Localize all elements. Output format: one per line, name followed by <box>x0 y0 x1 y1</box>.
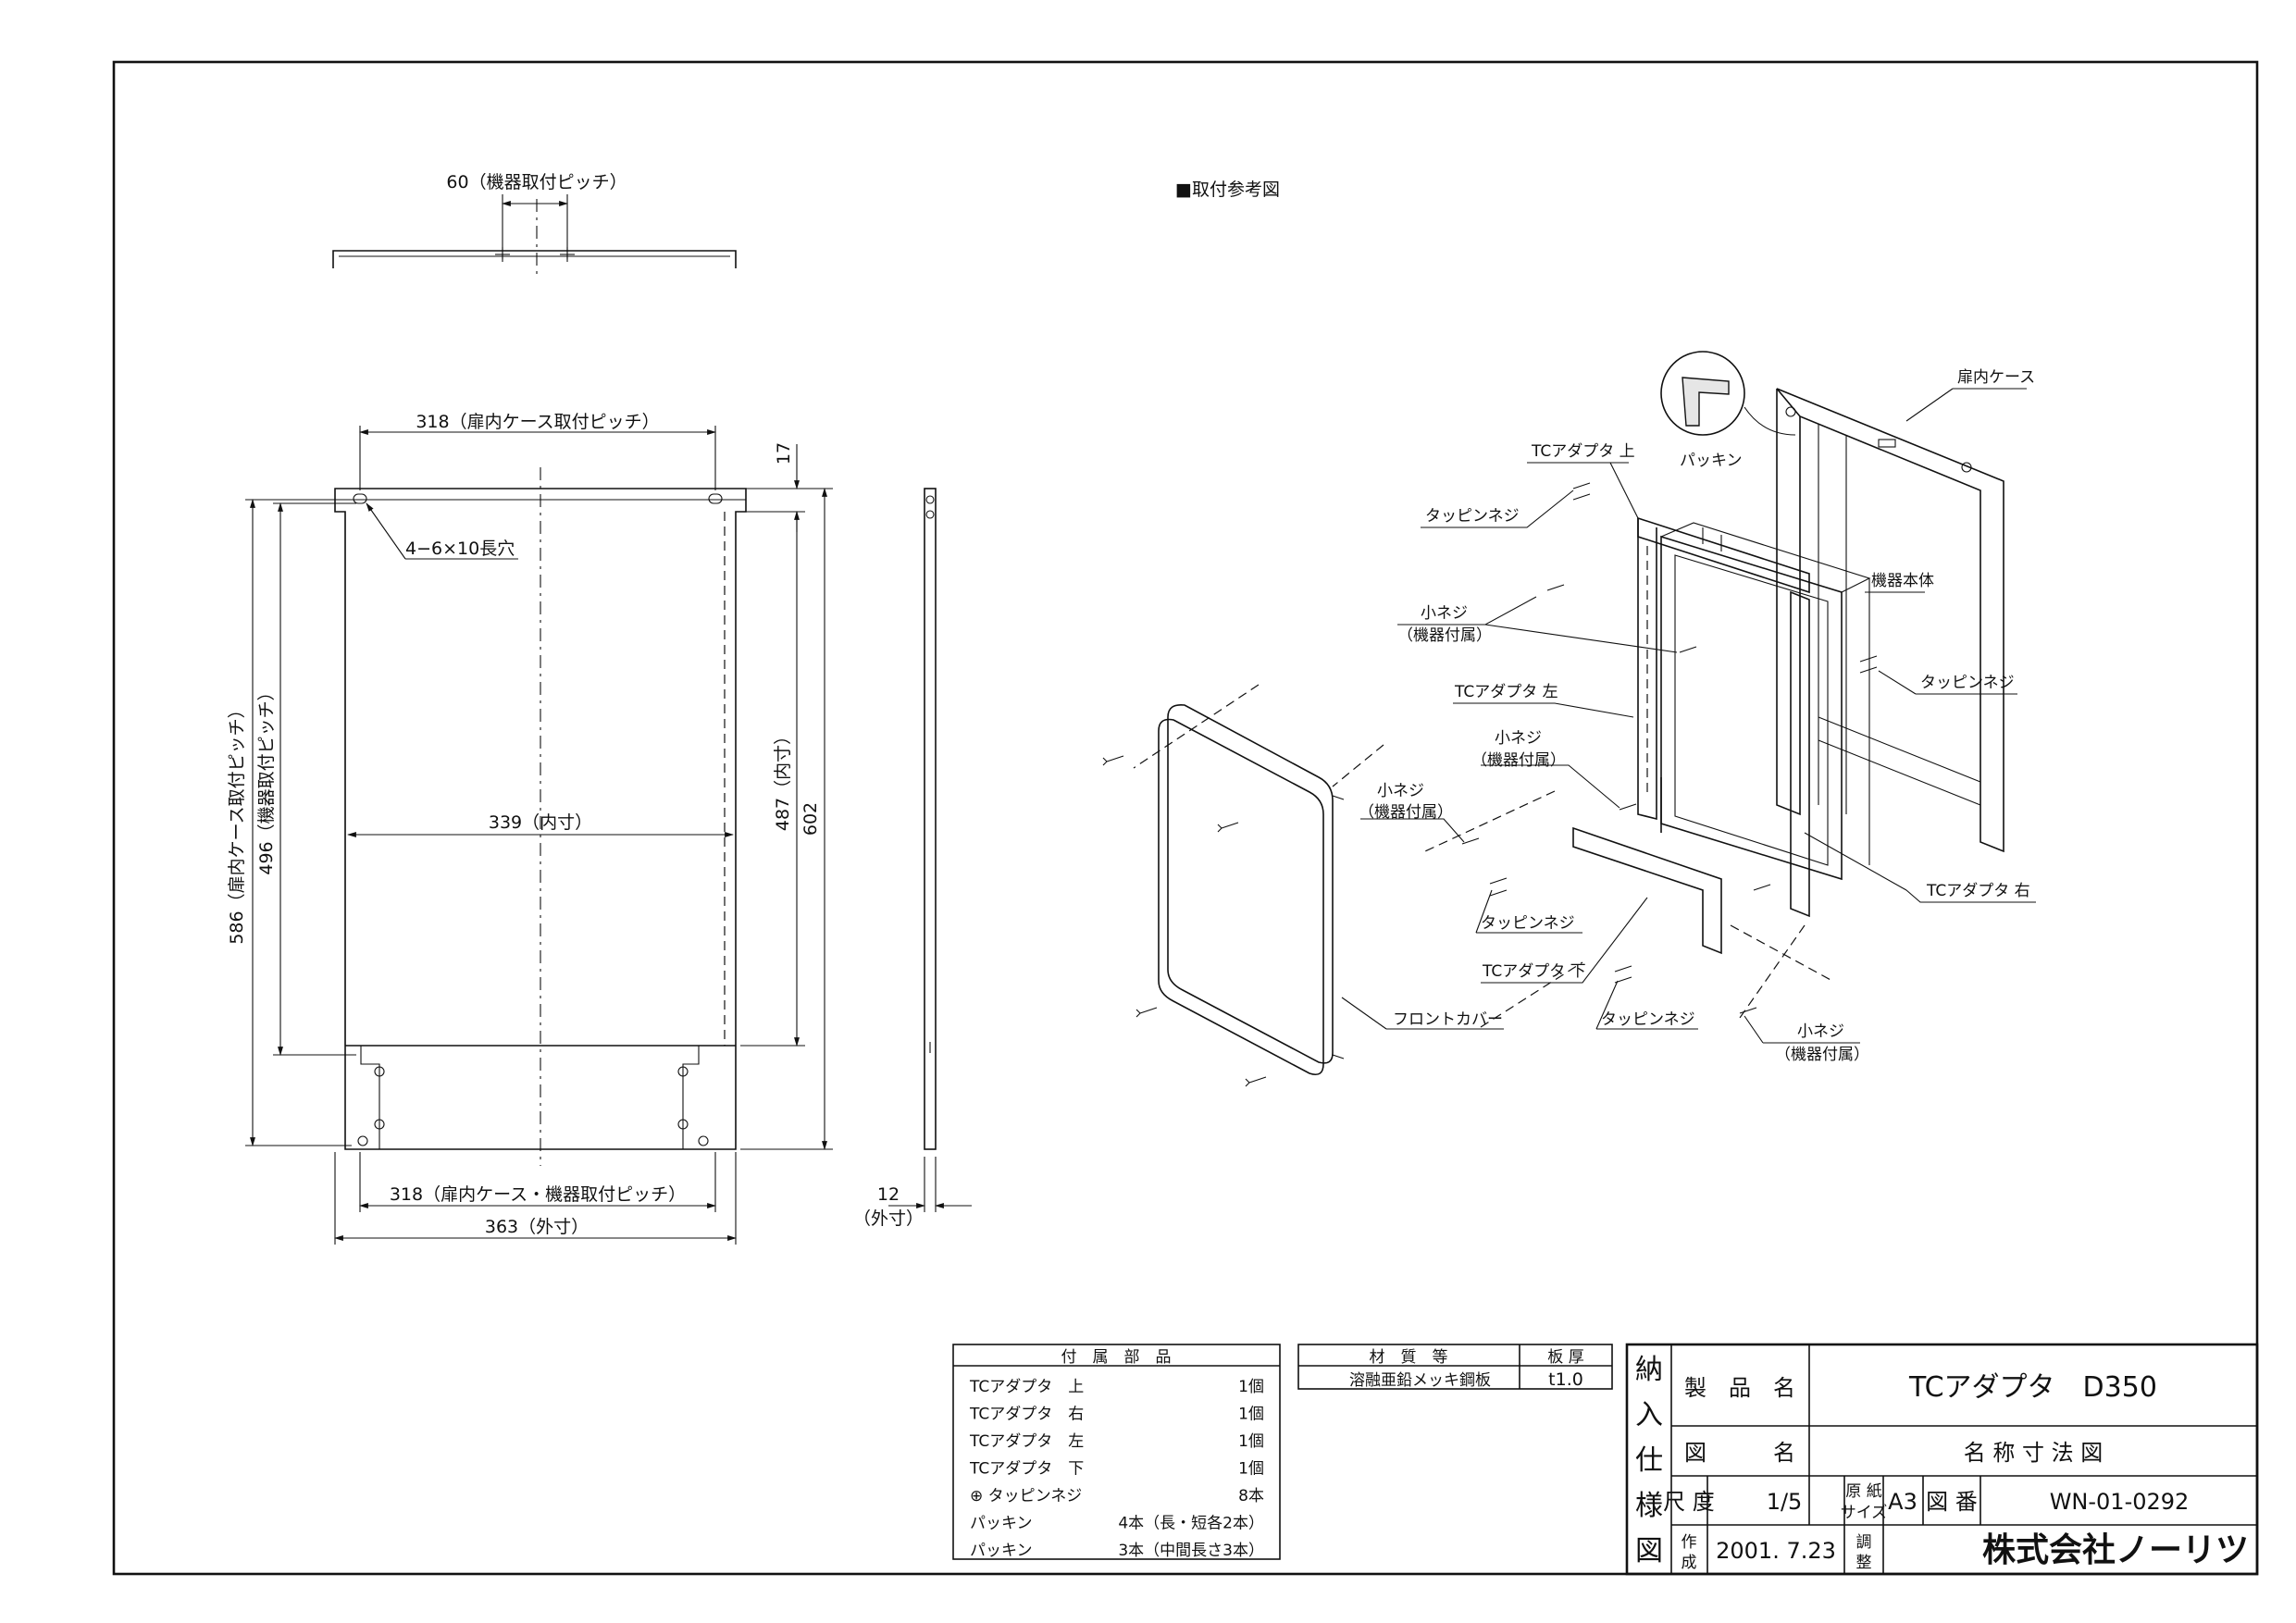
hole-label: 4−6×10長穴 <box>405 539 515 559</box>
parts-row-qty: 1個 <box>1238 1460 1264 1479</box>
outer-width-363: 363（外寸） <box>485 1217 589 1237</box>
parts-table: 付 属 部 品 TCアダプタ 上 1個 TCアダプタ 右 1個 TCアダプタ 左 1個 TC… <box>952 1344 1281 1560</box>
packing-detail <box>1660 351 1745 436</box>
left-pitch-496: 496（機器取付ピッチ） <box>256 683 277 874</box>
label-adapter-top: TCアダプタ 上 <box>1531 442 1635 461</box>
front-view: 318（扉内ケース取付ピッチ） 4−6×10長穴 339（内寸） 586（扉内ケ… <box>227 412 833 1245</box>
sheet-border <box>112 60 2259 1576</box>
created-label-2: 成 <box>1682 1554 1697 1572</box>
top-pitch-318: 318（扉内ケース取付ピッチ） <box>416 412 659 432</box>
side-thickness-12: 12 <box>877 1184 900 1205</box>
company-logo: 株式会社ノーリツ <box>1982 1531 2249 1569</box>
material-value: 溶融亜鉛メッキ鋼板 <box>1349 1371 1491 1390</box>
label-adapter-right: TCアダプタ 右 <box>1926 882 2030 900</box>
product-name-label: 製 品 名 <box>1684 1375 1795 1401</box>
front-cover <box>1167 703 1334 1064</box>
parts-row-qty: 4本（長・短各2本） <box>1118 1515 1264 1533</box>
paper-label-2: サイズ <box>1841 1504 1888 1522</box>
side-label-char: 仕 <box>1635 1444 1663 1477</box>
side-label-char: 納 <box>1635 1354 1663 1386</box>
label-small-screw-2: 小ネジ <box>1495 729 1542 748</box>
right-total-602: 602 <box>800 802 821 836</box>
parts-row-name: TCアダプタ 右 <box>969 1406 1084 1424</box>
side-view: 12 （外寸） <box>853 488 972 1229</box>
side-thickness-note: （外寸） <box>853 1208 924 1229</box>
adjust-label-1: 調 <box>1856 1533 1872 1552</box>
tc-adapter-left <box>1637 518 1657 821</box>
label-small-screw-1-note: （機器付属） <box>1397 626 1492 645</box>
drawing-name-label: 図 名 <box>1684 1440 1795 1466</box>
drawing-no: WN-01-0292 <box>2050 1489 2190 1515</box>
paper-label-1: 原 紙 <box>1845 1482 1881 1501</box>
adjust-label-2: 整 <box>1856 1554 1872 1572</box>
label-adapter-bottom: TCアダプタ 下 <box>1482 962 1586 981</box>
label-body: 機器本体 <box>1871 572 1934 590</box>
parts-row-qty: 1個 <box>1238 1432 1264 1451</box>
equipment-body <box>1660 535 1843 881</box>
side-label-char: 入 <box>1635 1399 1663 1431</box>
top-pitch-dimension: 60（機器取付ピッチ） <box>446 172 627 192</box>
product-name: TCアダプタ D350 <box>1908 1371 2157 1404</box>
created-label-1: 作 <box>1682 1533 1697 1552</box>
parts-row-qty: 3本（中間長さ3本） <box>1118 1542 1264 1560</box>
parts-row-name: ⊕ タッピンネジ <box>970 1487 1082 1505</box>
tc-adapter-right <box>1790 590 1810 918</box>
scale-label: 尺 度 <box>1663 1489 1715 1515</box>
inner-width-339: 339（内寸） <box>489 812 592 833</box>
label-tapping-1: タッピンネジ <box>1425 507 1520 526</box>
label-adapter-left: TCアダプタ 左 <box>1454 683 1558 701</box>
left-pitch-586: 586（扉内ケース取付ピッチ） <box>227 700 247 944</box>
install-title: ■取付参考図 <box>1175 180 1280 200</box>
label-small-screw-4-note: （機器付属） <box>1775 1046 1869 1064</box>
created-date: 2001. 7.23 <box>1716 1538 1836 1564</box>
parts-row-name: TCアダプタ 上 <box>969 1378 1084 1396</box>
label-small-screw-4: 小ネジ <box>1797 1022 1844 1041</box>
bottom-pitch-318: 318（扉内ケース・機器取付ピッチ） <box>390 1184 686 1205</box>
right-inner-487: 487（内寸） <box>773 727 793 831</box>
label-tapping-4: タッピンネジ <box>1601 1010 1695 1029</box>
side-label-char: 図 <box>1635 1535 1663 1567</box>
label-tapping-2: タッピンネジ <box>1920 674 2015 692</box>
drawing-name: 名 称 寸 法 図 <box>1964 1440 2104 1466</box>
top-view: 60（機器取付ピッチ） <box>332 172 737 278</box>
thickness-header: 板 厚 <box>1547 1348 1583 1367</box>
label-packing: パッキン <box>1680 452 1743 470</box>
parts-row-name: TCアダプタ 下 <box>969 1460 1084 1479</box>
scale-value: 1/5 <box>1767 1489 1803 1515</box>
label-small-screw-1: 小ネジ <box>1421 604 1468 623</box>
parts-row-qty: 1個 <box>1238 1378 1264 1396</box>
parts-row-qty: 8本 <box>1238 1487 1264 1505</box>
top-offset-17: 17 <box>774 442 794 465</box>
material-table: 材 質 等 板 厚 溶融亜鉛メッキ鋼板 t1.0 <box>1297 1344 1613 1390</box>
parts-row-name: パッキン <box>970 1542 1033 1560</box>
label-small-screw-3-note: （機器付属） <box>1359 803 1453 822</box>
parts-table-header: 付 属 部 品 <box>1061 1348 1172 1367</box>
paper-value: A3 <box>1888 1489 1917 1515</box>
install-diagram: ■取付参考図 <box>1102 180 2036 1087</box>
parts-row-name: TCアダプタ 左 <box>969 1432 1084 1451</box>
label-small-screw-2-note: （機器付属） <box>1471 751 1566 770</box>
material-header: 材 質 等 <box>1370 1348 1448 1367</box>
label-front-cover: フロントカバー <box>1393 1010 1503 1029</box>
side-label-char: 様 <box>1635 1490 1663 1522</box>
label-case: 扉内ケース <box>1957 368 2035 387</box>
parts-row-name: パッキン <box>970 1515 1033 1533</box>
thickness-value: t1.0 <box>1548 1369 1583 1390</box>
drawing-no-label: 図 番 <box>1926 1489 1978 1515</box>
label-tapping-3: タッピンネジ <box>1481 914 1575 933</box>
tc-adapter-bottom <box>1572 826 1722 955</box>
parts-row-qty: 1個 <box>1238 1406 1264 1424</box>
label-small-screw-3: 小ネジ <box>1377 782 1424 800</box>
